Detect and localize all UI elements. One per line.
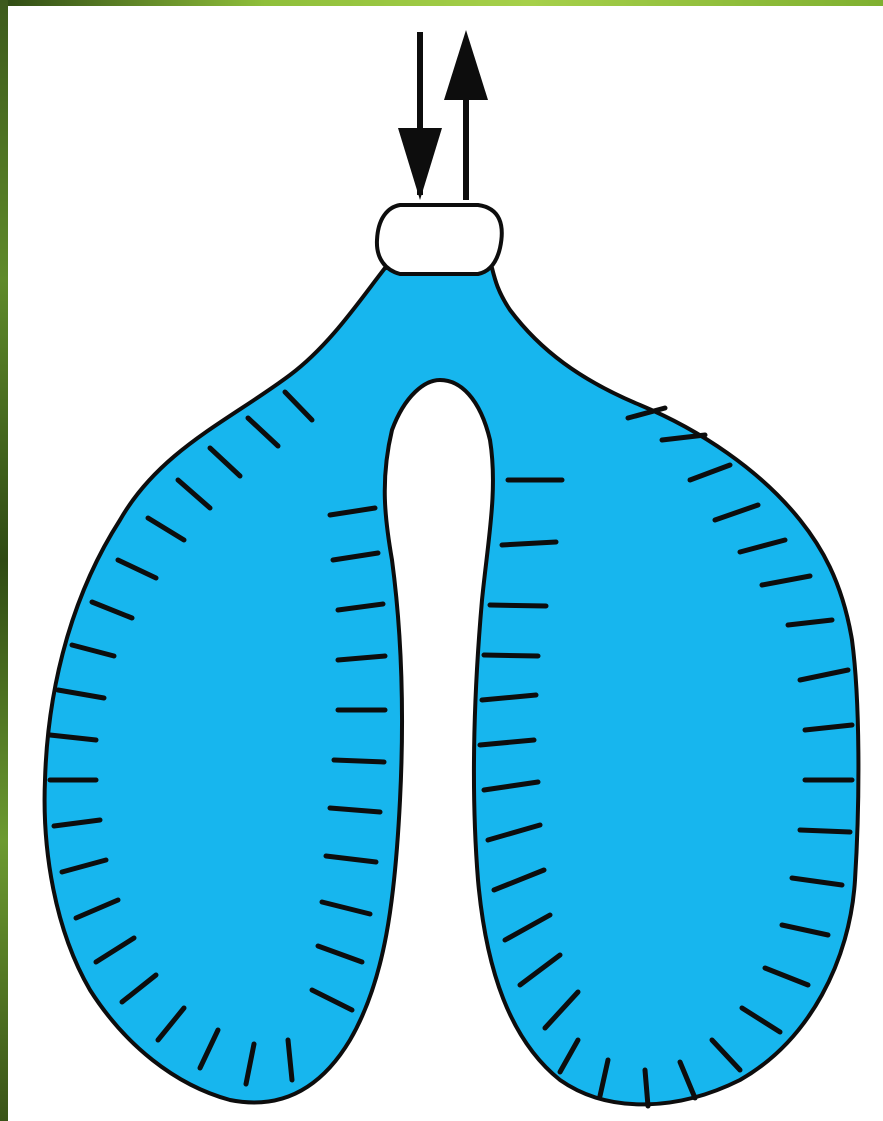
wall-fold-tick — [800, 830, 850, 832]
airflow-arrows — [398, 30, 488, 200]
exhale-arrowhead — [444, 30, 488, 100]
wall-fold-tick — [490, 605, 546, 606]
wall-fold-tick — [484, 655, 538, 656]
inhale-arrowhead — [398, 128, 442, 200]
wall-fold-tick — [334, 760, 384, 762]
wall-fold-tick — [645, 1070, 648, 1106]
lung-sac — [45, 268, 859, 1104]
wall-fold-tick — [502, 542, 556, 545]
trachea-opening — [377, 205, 502, 274]
